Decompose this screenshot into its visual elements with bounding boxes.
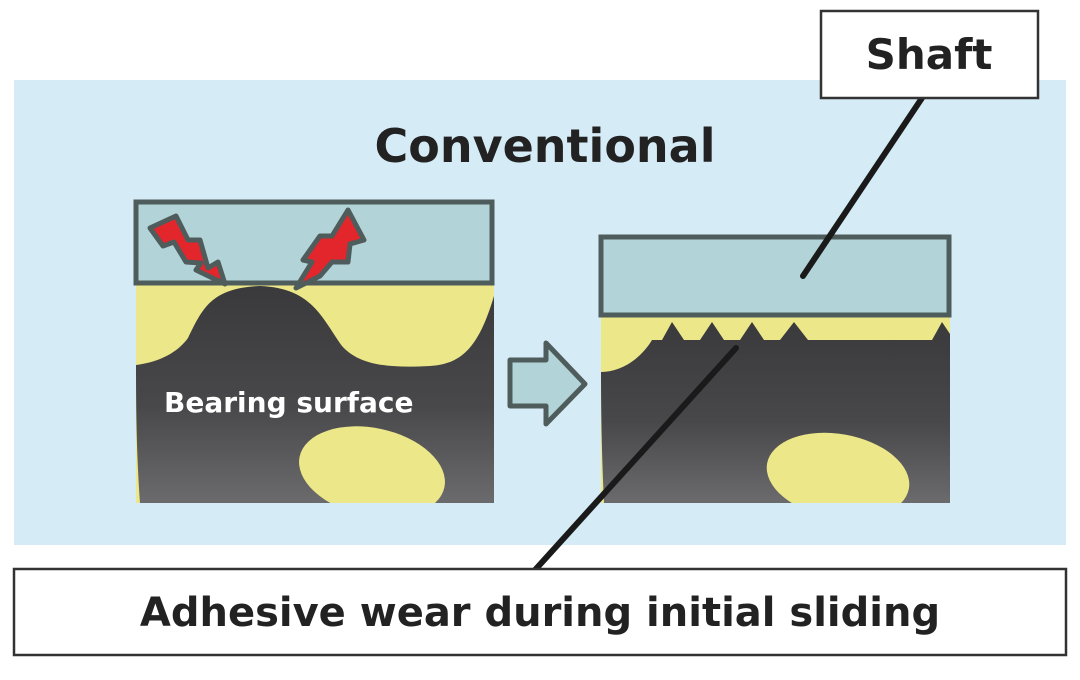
right-arrow-icon xyxy=(507,340,588,427)
shaft-label: Shaft xyxy=(866,30,993,79)
spark-icon xyxy=(147,213,228,287)
shaft-label-box xyxy=(819,9,1040,100)
caption-box xyxy=(12,567,1068,657)
shaft-leader-line xyxy=(800,95,925,279)
bearing-surface-label: Bearing surface xyxy=(164,386,413,419)
caption-leader-line xyxy=(532,345,739,573)
diagram-title: Conventional xyxy=(375,119,716,173)
bearing-inclusion-worn xyxy=(766,432,910,503)
bearing-inclusion xyxy=(299,426,445,503)
bearing-block-worn xyxy=(601,315,950,503)
caption-text: Adhesive wear during initial sliding xyxy=(140,590,940,636)
bearing-block-initial xyxy=(136,283,494,503)
spark-icon xyxy=(293,207,367,291)
shaft-worn xyxy=(598,234,952,318)
